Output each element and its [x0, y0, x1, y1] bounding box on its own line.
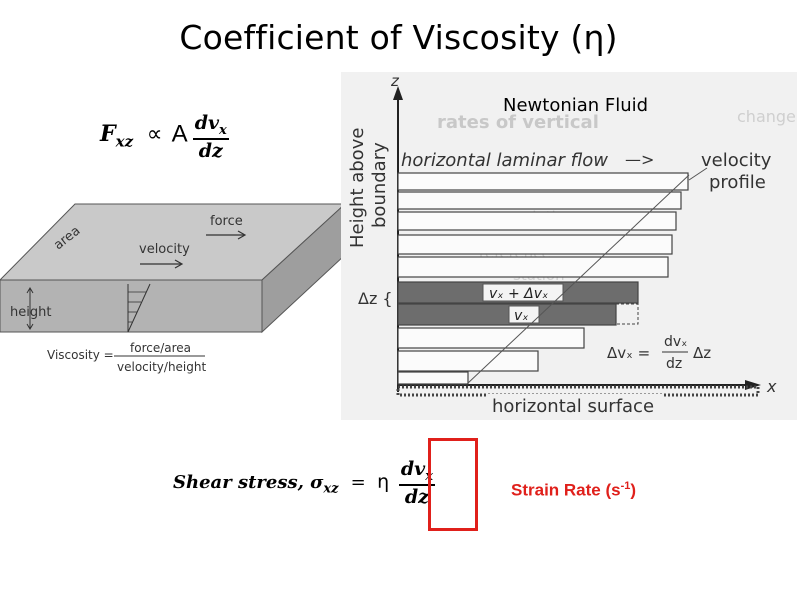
- profile-line: [466, 174, 690, 385]
- surface-label-bg: [487, 394, 663, 416]
- lower-layer-label-box: [508, 305, 540, 324]
- delta-v-bracket: [615, 303, 639, 325]
- x-axis-arrowhead: [745, 380, 761, 390]
- layer-8: [397, 327, 585, 349]
- area-symbol: A: [171, 120, 188, 148]
- force-arrow-head: [237, 230, 247, 240]
- eta-symbol: η: [377, 470, 390, 493]
- dz-label: Δz {: [358, 289, 393, 308]
- delta-v-denominator: dz: [666, 356, 682, 372]
- profile-label-line1: velocity: [701, 150, 772, 171]
- shear-equals: =: [344, 471, 372, 493]
- height-arrow-up: [26, 287, 34, 294]
- laminar-layers: [397, 172, 689, 385]
- z-axis-arrowhead: [393, 86, 403, 100]
- slide-title: Coefficient of Viscosity (η): [179, 18, 618, 57]
- force-label: force: [210, 214, 243, 229]
- layer-4: [397, 234, 673, 255]
- layer-3: [397, 211, 677, 231]
- shear-stress-equation: Shear stress, σxz = η dvx dz: [173, 458, 435, 508]
- layer-2: [397, 191, 682, 210]
- gradient-denominator: dz: [198, 139, 223, 162]
- height-label: height: [10, 305, 51, 320]
- velocity-label: velocity: [139, 242, 190, 257]
- newtonian-fluid-heading: Newtonian Fluid: [503, 95, 648, 116]
- layer-1: [397, 172, 689, 191]
- force-symbol: F: [100, 121, 116, 148]
- layer-7-shaded: [397, 303, 617, 326]
- velocity-gradient-fraction: dvx dz: [192, 112, 229, 162]
- laminar-flow-diagram: rates of vertical change geodetic refere…: [341, 72, 797, 420]
- viscosity-denominator: velocity/height: [117, 360, 206, 374]
- delta-v-numerator: dvₓ: [664, 334, 687, 350]
- delta-v-lhs: Δvₓ =: [607, 344, 650, 362]
- profile-label-line2: profile: [709, 172, 766, 193]
- velocity-arrow-head: [174, 259, 184, 269]
- height-arrow-down: [26, 323, 34, 330]
- flow-arrow: —>: [625, 150, 654, 169]
- gradient-profile-line: [127, 283, 151, 333]
- proportional-symbol: ∝: [146, 122, 163, 148]
- delta-v-rhs: Δz: [693, 344, 711, 362]
- layer-10: [397, 371, 469, 385]
- lower-layer-label: vₓ: [514, 308, 529, 324]
- gradient-numerator: dv: [194, 112, 220, 134]
- shear-stress-lhs: Shear stress, σxz: [173, 471, 339, 497]
- z-axis-label: z: [390, 72, 400, 90]
- proportionality-equation: Fxz ∝ A dvx dz: [100, 112, 229, 162]
- upper-layer-label: vₓ + Δvₓ: [489, 286, 548, 302]
- slab-side-face: [261, 203, 345, 334]
- bg-text-2: change: [737, 107, 796, 126]
- y-axis-label-line1: Height above: [347, 128, 368, 248]
- bg-text-1: rates of vertical: [437, 112, 599, 133]
- strain-rate-highlight-box: [428, 438, 478, 531]
- upper-layer-label-box: [482, 283, 564, 302]
- force-subscript: xz: [115, 132, 134, 151]
- viscosity-slab-diagram: area force velocity height Viscosity = f…: [0, 203, 345, 374]
- y-axis-label-line2: boundary: [369, 142, 390, 228]
- x-axis-label: x: [766, 377, 777, 396]
- gradient-numerator-subscript: x: [219, 122, 227, 138]
- layer-9: [397, 350, 539, 372]
- surface-label: horizontal surface: [492, 396, 654, 417]
- profile-pointer: [688, 167, 708, 181]
- flow-label: horizontal laminar flow: [401, 150, 608, 171]
- layer-5: [397, 256, 669, 278]
- viscosity-lhs: Viscosity =: [47, 348, 114, 362]
- viscosity-numerator: force/area: [130, 341, 191, 355]
- strain-rate-label: Strain Rate (s-1): [511, 480, 637, 500]
